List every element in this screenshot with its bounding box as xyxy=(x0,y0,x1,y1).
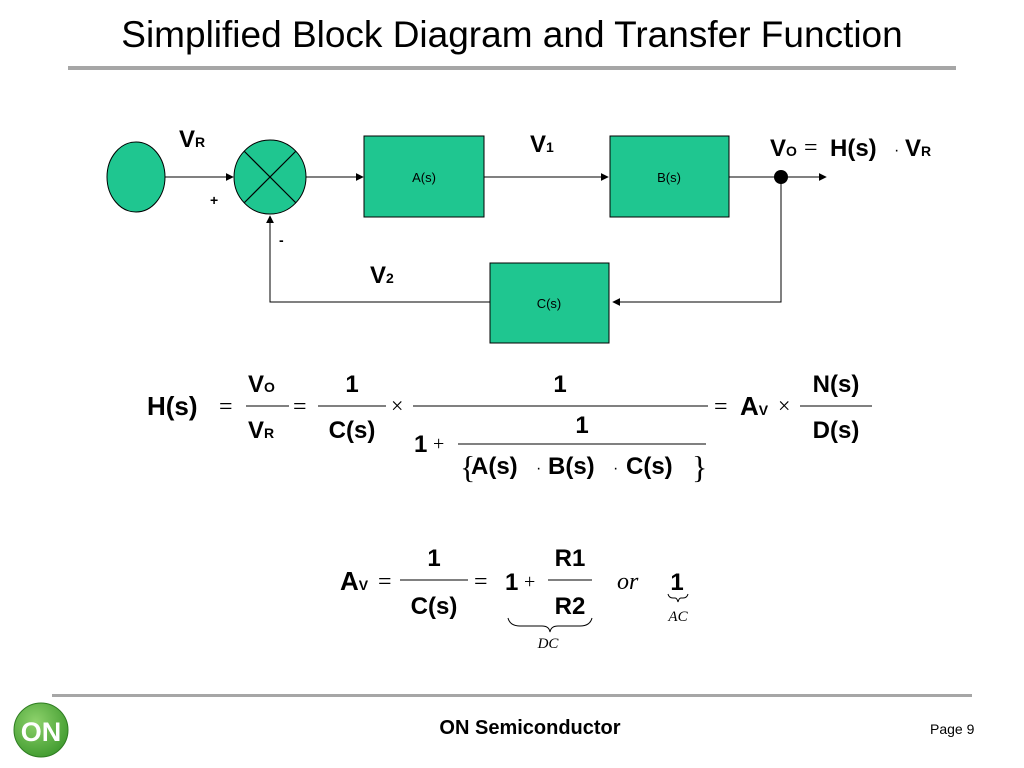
svg-text:AV: AV xyxy=(340,566,369,596)
svg-text:{: { xyxy=(460,449,475,485)
svg-text:R1: R1 xyxy=(555,545,586,572)
dc-underbrace xyxy=(507,617,593,633)
svg-text:=: = xyxy=(714,394,728,420)
svg-text:ON: ON xyxy=(21,717,62,747)
svg-text:=: = xyxy=(804,135,818,161)
svg-text:·: · xyxy=(894,142,899,159)
svg-text:+: + xyxy=(524,571,535,593)
svg-text:=: = xyxy=(474,569,488,595)
svg-text:C(s): C(s) xyxy=(329,417,376,444)
svg-text:VR: VR xyxy=(248,417,274,444)
svg-text:=: = xyxy=(378,569,392,595)
svg-text:·: · xyxy=(613,460,618,477)
svg-text:1: 1 xyxy=(553,371,566,398)
plus-sign: + xyxy=(210,192,218,208)
block-c-label: C(s) xyxy=(537,296,562,311)
svg-text:R2: R2 xyxy=(555,593,586,620)
svg-text:A(s): A(s) xyxy=(471,453,518,480)
svg-text:1: 1 xyxy=(345,371,358,398)
svg-text:C(s): C(s) xyxy=(411,593,458,620)
svg-text:C(s): C(s) xyxy=(626,453,673,480)
gain-equation: AV = 1 C(s) = 1 + R1 R2 DC or 1 AC xyxy=(340,545,689,652)
svg-text:N(s): N(s) xyxy=(813,371,860,398)
wire-c-to-sum xyxy=(266,215,490,303)
block-b xyxy=(609,135,730,218)
minus-sign: - xyxy=(279,232,284,248)
signal-vr-label: VR xyxy=(179,126,205,153)
svg-text:1: 1 xyxy=(427,545,440,572)
svg-text:DC: DC xyxy=(537,636,560,652)
block-c xyxy=(489,262,610,344)
on-semiconductor-logo: ON xyxy=(13,702,69,758)
svg-text:1: 1 xyxy=(575,412,588,439)
company-name: ON Semiconductor xyxy=(439,717,621,739)
svg-text:+: + xyxy=(433,433,444,455)
output-equation: VO = H(s) · VR xyxy=(770,135,931,162)
summing-junction xyxy=(233,139,307,215)
svg-text:VO: VO xyxy=(248,371,275,398)
input-source xyxy=(106,141,166,213)
svg-text:1: 1 xyxy=(505,569,518,596)
svg-text:VO: VO xyxy=(770,135,797,162)
page-number: Page 9 xyxy=(930,721,975,737)
svg-text:D(s): D(s) xyxy=(813,417,860,444)
svg-text:VR: VR xyxy=(905,135,931,162)
wire-feedback-to-c xyxy=(612,177,782,306)
svg-text:}: } xyxy=(692,449,707,485)
svg-text:or: or xyxy=(617,569,639,595)
svg-text:AC: AC xyxy=(667,609,688,625)
svg-text:×: × xyxy=(391,393,403,418)
block-a-label: A(s) xyxy=(412,170,436,185)
svg-text:AV: AV xyxy=(740,391,769,421)
transfer-function-equation: H(s) = VO VR = 1 C(s) × 1 1 + 1 { A(s) ·… xyxy=(147,371,872,485)
svg-text:1: 1 xyxy=(414,431,427,458)
title-divider xyxy=(68,66,956,70)
svg-text:1: 1 xyxy=(670,569,683,596)
eq1-lhs: H(s) xyxy=(147,391,198,421)
footer-divider xyxy=(52,694,972,697)
ac-underbrace xyxy=(667,593,689,603)
signal-v2-label: V2 xyxy=(370,262,394,289)
svg-text:B(s): B(s) xyxy=(548,453,595,480)
svg-text:·: · xyxy=(536,460,541,477)
svg-text:=: = xyxy=(293,394,307,420)
slide-title: Simplified Block Diagram and Transfer Fu… xyxy=(121,14,903,55)
block-b-label: B(s) xyxy=(657,170,681,185)
svg-text:=: = xyxy=(219,394,233,420)
signal-v1-label: V1 xyxy=(530,131,554,158)
svg-text:H(s): H(s) xyxy=(830,135,877,162)
svg-text:×: × xyxy=(778,393,790,418)
